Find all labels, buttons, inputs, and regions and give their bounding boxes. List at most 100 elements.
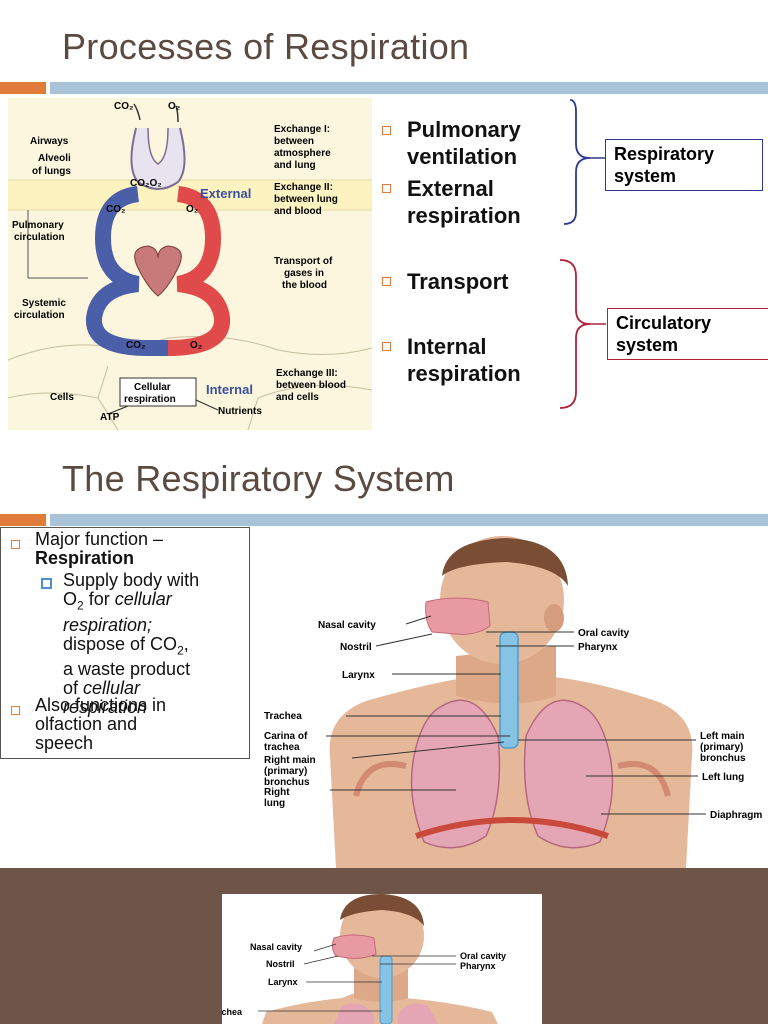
alveoli-label: Alveoli: [38, 153, 71, 164]
right-lung-label: Right: [264, 787, 290, 798]
oral-cavity-label: Oral cavity: [460, 951, 506, 961]
external-label: External: [200, 186, 251, 201]
atp-label: ATP: [100, 412, 120, 423]
slide-title: The Respiratory System: [62, 458, 455, 499]
also-line: olfaction and: [35, 714, 138, 734]
of-lungs-label: of lungs: [32, 166, 71, 177]
exchange-1-label: Exchange I:: [274, 124, 330, 135]
respiration-process-diagram: CO₂ O₂ Airways Alveoli of lungs CO₂ O₂ Ex…: [8, 98, 372, 430]
also-line: speech: [35, 733, 94, 753]
internal-label: Internal: [206, 382, 253, 397]
nasal-cavity-label: Nasal cavity: [250, 942, 302, 952]
box-line: Respiratory: [614, 144, 715, 164]
exchange-3-label: Exchange III:: [276, 368, 338, 379]
exchange-1-line: atmosphere: [274, 148, 331, 159]
bullet-square: [382, 277, 391, 286]
pulmonary-circulation-line: circulation: [14, 232, 65, 243]
o2-low-label: O₂: [190, 340, 202, 351]
right-lung-line: lung: [264, 798, 285, 809]
trachea-label: Trachea: [264, 711, 302, 722]
box-line: system: [614, 166, 677, 186]
bullet-square: [11, 540, 20, 549]
systemic-circulation-label: Systemic: [22, 298, 66, 309]
exchange-3-line: between blood: [276, 380, 346, 391]
carina-line: trachea: [264, 742, 300, 753]
nutrients-label: Nutrients: [218, 406, 262, 417]
exchange-2-line: and blood: [274, 206, 322, 217]
sub-line: O2 for cellular: [63, 589, 172, 613]
slide-processes-of-respiration: Processes of Respiration CO₂ O₂ Ai: [0, 0, 768, 440]
exchange-1-line: between: [274, 136, 314, 147]
also-functions-text: Also functions in olfaction and speech: [35, 696, 166, 753]
accent-bar-orange: [0, 514, 46, 526]
transport-label: Transport of: [274, 256, 333, 267]
cells-label: Cells: [50, 392, 74, 403]
slide-anatomy-image: Nasal cavity Nostril Larynx Trachea Oral…: [0, 868, 768, 1024]
major-function-line: Major function –: [35, 529, 164, 549]
major-function-textbox: Major function – Respiration Supply body…: [0, 527, 250, 759]
sub-bullet-text: Supply body with O2 for cellular respira…: [63, 571, 199, 717]
transport-line: gases in: [284, 268, 324, 279]
bullet-line: Transport: [407, 269, 509, 294]
left-lung-label: Left lung: [702, 772, 744, 783]
circulatory-system-box: Circulatory system: [607, 308, 768, 360]
bullet-line: External: [407, 176, 494, 201]
accent-bar-blue: [50, 82, 768, 94]
slide-the-respiratory-system: The Respiratory System Major function – …: [0, 440, 768, 868]
sub-line: Supply body with: [63, 570, 200, 590]
slide-title: Processes of Respiration: [62, 26, 470, 67]
major-function-line: Respiration: [35, 548, 135, 568]
exchange-1-line: and lung: [274, 160, 316, 171]
larynx-label: Larynx: [342, 670, 375, 681]
pulmonary-circulation-label: Pulmonary: [12, 220, 64, 231]
bullet-square: [11, 706, 20, 715]
left-main-bronchus-line: bronchus: [700, 753, 746, 764]
accent-bar-orange: [0, 82, 46, 94]
bullet-pulmonary-ventilation: Pulmonary ventilation: [407, 116, 521, 170]
sub-line: respiration: [63, 697, 148, 718]
right-main-bronchus-line: (primary): [264, 766, 307, 777]
sub-line: respiration;: [63, 614, 153, 635]
respiratory-system-box: Respiratory system: [605, 139, 763, 191]
carina-label: Carina of: [264, 731, 308, 742]
o2-label: O₂: [168, 101, 180, 112]
bullet-line: Internal: [407, 334, 487, 359]
bullet-line: Pulmonary: [407, 117, 521, 142]
bullet-line: ventilation: [407, 144, 518, 169]
bullet-internal-respiration: Internal respiration: [407, 333, 521, 387]
bullet-transport: Transport: [407, 268, 508, 295]
bullet-square: [382, 126, 391, 135]
sub-line: dispose of CO2,: [63, 633, 189, 658]
o2-mid-label: O₂: [186, 204, 198, 215]
diaphragm-label: Diaphragm: [710, 810, 762, 821]
respiratory-anatomy-illustration: Nasal cavity Nostril Larynx Trachea Cari…: [264, 536, 762, 868]
cellular-respiration-label: Cellular: [134, 382, 171, 393]
left-main-bronchus-line: (primary): [700, 742, 743, 753]
sub-line: of cellular: [63, 678, 141, 699]
systemic-circulation-line: circulation: [14, 310, 65, 321]
bullet-square: [382, 342, 391, 351]
also-line: Also functions in: [35, 695, 167, 715]
box-line: Circulatory: [616, 313, 712, 333]
pharynx-label: Pharynx: [460, 961, 496, 971]
oral-cavity-label: Oral cavity: [578, 628, 630, 639]
grouping-braces: [559, 99, 606, 409]
right-main-bronchus-line: bronchus: [264, 777, 310, 788]
exchange-2-line: between lung: [274, 194, 338, 205]
co2-mid-label: CO₂: [106, 204, 125, 215]
trachea-label: Trachea: [222, 1007, 243, 1017]
respiratory-anatomy-illustration-small: Nasal cavity Nostril Larynx Trachea Oral…: [222, 894, 506, 1024]
cellular-respiration-line: respiration: [124, 394, 176, 405]
bullet-line: respiration: [407, 203, 521, 228]
sub-line: a waste product: [63, 659, 191, 680]
bullet-line: respiration: [407, 361, 521, 386]
accent-bar-blue: [50, 514, 768, 526]
airways-label: Airways: [30, 136, 69, 147]
exchange-2-label: Exchange II:: [274, 182, 333, 193]
pharynx-label: Pharynx: [578, 642, 618, 653]
co2-low-label: CO₂: [126, 340, 145, 351]
nostril-label: Nostril: [340, 642, 372, 653]
sub-bullet-square: [41, 578, 52, 589]
transport-line: the blood: [282, 280, 327, 291]
bullet-external-respiration: External respiration: [407, 175, 521, 229]
